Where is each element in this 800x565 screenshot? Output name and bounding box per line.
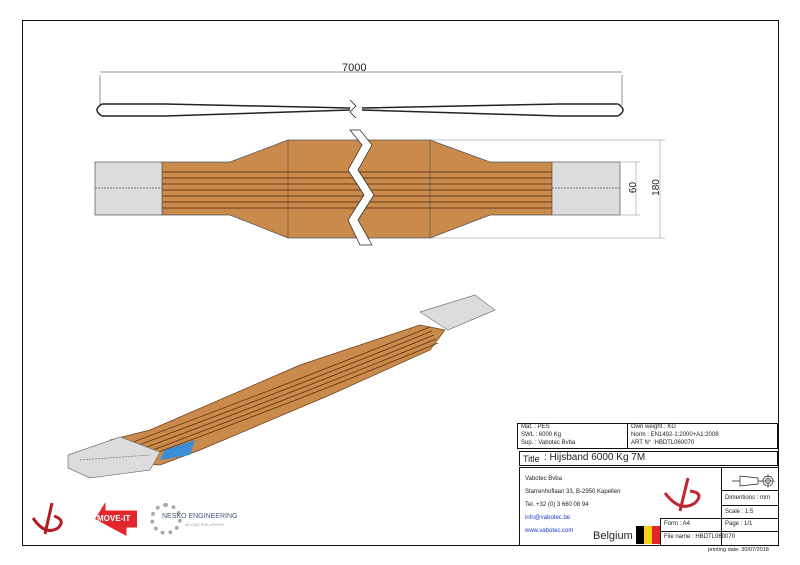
company-website-link[interactable]: www.vabotec.com xyxy=(525,528,574,534)
specs-table: Mat. : PES SWL : 6000 Kg Sup. : Vabotec … xyxy=(517,423,778,449)
title-block: Vabotec Bvba Starrenhoflaan 33, B-2950 K… xyxy=(519,467,779,546)
isometric-view xyxy=(67,294,496,479)
page-number: Page : 1/1 xyxy=(725,521,753,527)
paper-format: Form : A4 xyxy=(664,521,691,527)
printing-date: printing date: 30/07/2018 xyxy=(708,547,769,553)
front-view xyxy=(94,129,665,246)
top-view xyxy=(96,71,624,119)
spec-swl: SWL : 6000 Kg xyxy=(521,432,562,438)
file-name: File name : HBDTL060070 xyxy=(664,534,736,540)
belgium-flag xyxy=(636,526,660,544)
spec-material: Mat. : PES xyxy=(521,424,550,430)
drawing-frame xyxy=(22,20,779,546)
title-value: : Hijsband 6000 Kg 7M xyxy=(544,452,646,463)
vabotec-logo xyxy=(660,473,720,513)
moveit-logo-text: MOVE-IT xyxy=(97,514,131,523)
country-label: Belgium xyxy=(593,530,633,542)
drawing-scale: Scale : 1:5 xyxy=(725,509,754,515)
spec-supplier: Sup. : Vabotec Bvba xyxy=(521,440,576,446)
nesko-logo-text: NESKO ENGINEERING xyxy=(162,513,238,520)
nesko-logo: NESKO ENGINEERING 3D CAD SOLUTIONS xyxy=(150,503,245,535)
title-label: Title xyxy=(523,454,540,464)
spec-weight: Own weight : KG xyxy=(631,424,677,430)
nesko-logo-subtext: 3D CAD SOLUTIONS xyxy=(185,522,224,527)
title-row: Title : Hijsband 6000 Kg 7M xyxy=(519,451,778,466)
inner-width-dimension: 60 xyxy=(628,181,640,194)
spec-article: ART N° :HBDTL060070 xyxy=(631,440,695,446)
company-phone: Tel. +32 (0) 3 660 08 94 xyxy=(525,502,589,508)
outer-width-dimension: 180 xyxy=(650,179,662,196)
company-name: Vabotec Bvba xyxy=(525,476,562,482)
dimensions-unit: Dimentions : mm xyxy=(725,495,771,501)
company-address: Starrenhoflaan 33, B-2950 Kapellen xyxy=(525,489,621,495)
length-dimension: 7000 xyxy=(342,62,367,74)
company-email-link[interactable]: info@vabotec.be xyxy=(525,515,571,521)
vabolift-logo xyxy=(30,500,80,536)
spec-norm: Norm : EN1492-1:2000+A1:2008 xyxy=(631,432,719,438)
